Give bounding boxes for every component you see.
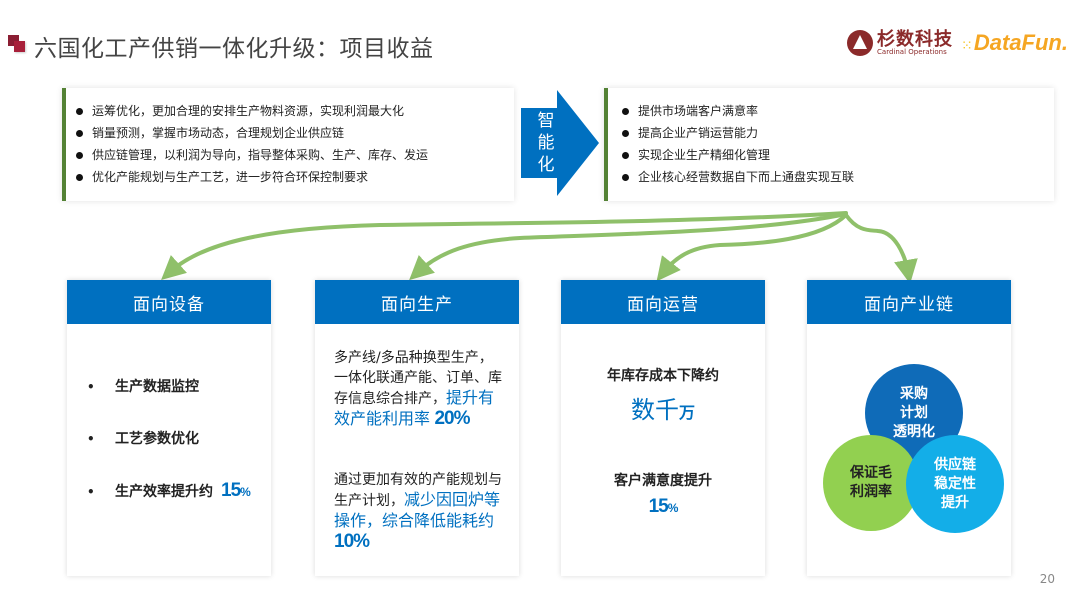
equipment-bullet: •工艺参数优化 (87, 431, 199, 447)
card-header: 面向设备 (67, 280, 271, 324)
card-equipment: 面向设备 •生产数据监控 •工艺参数优化 •生产效率提升约 15% (67, 280, 271, 576)
benefit-item: 提供市场端客户满意率 (622, 100, 1054, 122)
inventory-cost-label: 年库存成本下降约 (607, 368, 719, 384)
equipment-bullet: •生产数据监控 (87, 379, 199, 395)
arrow-label: 智 能 化 (531, 110, 561, 176)
card-header: 面向产业链 (807, 280, 1011, 324)
cardinal-tree-icon (847, 30, 874, 56)
arrow-label-char: 智 (537, 111, 555, 131)
card-production: 面向生产 多产线/多品种换型生产，一体化联通产能、订单、库存信息综合排产，提升有… (315, 280, 519, 576)
satisfaction-label: 客户满意度提升 (614, 473, 712, 489)
arrow-label-char: 化 (537, 155, 555, 175)
datafun-dots-icon: ⁙ (961, 38, 973, 54)
production-paragraph-2: 通过更加有效的产能规划与生产计划，减少因回炉等操作，综合降低能耗约10% (334, 472, 502, 552)
optimization-box: 运筹优化，更加合理的安排生产物料资源，实现利润最大化 销量预测，掌握市场动态，合… (62, 88, 514, 201)
logo-area: 杉数科技 Cardinal Operations ⁙ DataFun. (847, 30, 1068, 56)
optimization-item: 优化产能规划与生产工艺，进一步符合环保控制要求 (76, 166, 514, 188)
card-industry-chain: 面向产业链 采购 计划 透明化 保证毛 利润率 供应链 稳定性 提升 (807, 280, 1011, 576)
benefit-item: 提高企业产销运营能力 (622, 122, 1054, 144)
cardinal-logo-cn: 杉数科技 (877, 28, 954, 50)
benefit-item: 实现企业生产精细化管理 (622, 144, 1054, 166)
card-header: 面向生产 (315, 280, 519, 324)
card-operations: 面向运营 年库存成本下降约 数千万 客户满意度提升 15% (561, 280, 765, 576)
inventory-cost-value: 数千万 (630, 396, 695, 424)
cardinal-logo-en: Cardinal Operations (877, 47, 947, 56)
equipment-bullet: •生产效率提升约 15% (87, 480, 251, 501)
margin-circle: 保证毛 利润率 (823, 435, 919, 531)
title-marker-icon (8, 35, 26, 53)
datafun-logo: ⁙ DataFun. (961, 30, 1068, 56)
optimization-item: 供应链管理，以利润为导向，指导整体采购、生产、库存、发运 (76, 144, 514, 166)
benefit-item: 企业核心经营数据自下而上通盘实现互联 (622, 166, 1054, 188)
production-paragraph-1: 多产线/多品种换型生产，一体化联通产能、订单、库存信息综合排产，提升有效产能利用… (334, 350, 502, 429)
card-header: 面向运营 (561, 280, 765, 324)
optimization-item: 销量预测，掌握市场动态，合理规划企业供应链 (76, 122, 514, 144)
arrow-label-char: 能 (537, 133, 555, 153)
cardinal-logo: 杉数科技 Cardinal Operations (847, 30, 953, 56)
page-title: 六国化工产供销一体化升级：项目收益 (34, 36, 434, 62)
datafun-logo-text: DataFun. (973, 30, 1068, 55)
satisfaction-value: 15% (648, 496, 679, 517)
intelligent-arrow-icon (521, 90, 599, 196)
page-number: 20 (1039, 572, 1055, 586)
benefits-box: 提供市场端客户满意率 提高企业产销运营能力 实现企业生产精细化管理 企业核心经营… (604, 88, 1054, 201)
efficiency-value: 15% (221, 480, 251, 501)
supply-chain-circle: 供应链 稳定性 提升 (906, 435, 1004, 533)
optimization-item: 运筹优化，更加合理的安排生产物料资源，实现利润最大化 (76, 100, 514, 122)
